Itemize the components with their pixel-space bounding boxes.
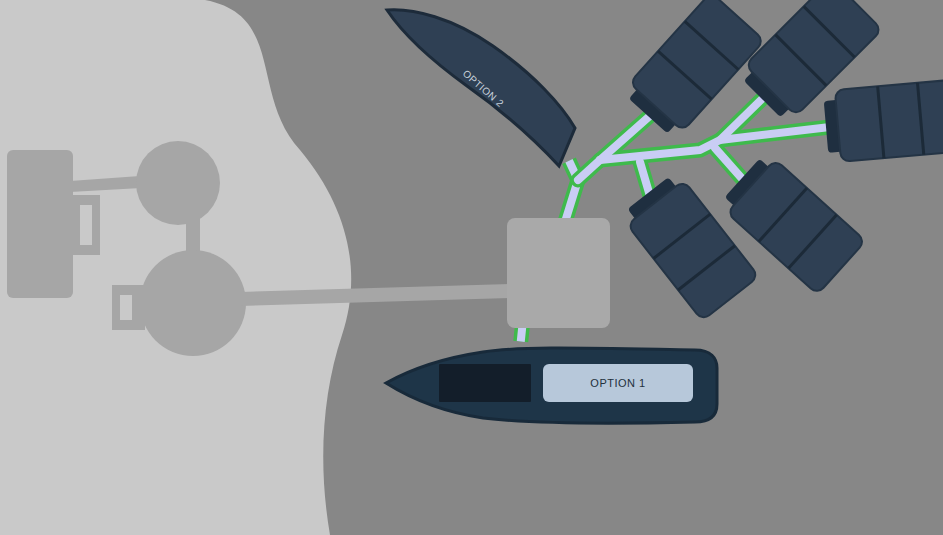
side-tab <box>112 285 145 330</box>
lower-bar <box>240 284 512 306</box>
vial-band <box>789 215 837 269</box>
option-label: OPTION 1 <box>590 377 645 389</box>
device-plate <box>7 150 73 298</box>
plate-notch <box>72 195 100 255</box>
vial-band <box>678 246 735 290</box>
vial <box>620 171 759 321</box>
tube-core <box>720 96 765 140</box>
tube-core <box>715 148 745 182</box>
upper-disc <box>136 141 220 225</box>
vial-body <box>627 180 759 320</box>
vial-band <box>653 214 710 258</box>
tube-core <box>600 127 830 160</box>
light-region <box>0 0 351 535</box>
pen-device: OPTION 1 <box>383 338 719 426</box>
vial-body <box>835 79 943 161</box>
lower-disc <box>140 250 246 356</box>
tube-outline <box>640 162 650 196</box>
outline-shape <box>387 10 575 166</box>
vial-band <box>918 83 924 155</box>
left-device <box>7 141 512 356</box>
vial <box>823 79 943 162</box>
tube-core <box>578 160 600 180</box>
vial-band <box>804 6 855 57</box>
tube-outline <box>578 160 600 180</box>
tube-outline <box>715 148 745 182</box>
vial-band <box>878 86 884 158</box>
dark-block <box>439 364 531 402</box>
outline-shape <box>386 348 717 423</box>
vial-band <box>775 35 826 86</box>
vial-band <box>685 21 739 69</box>
vial-band <box>759 188 807 242</box>
vial-body <box>629 0 764 131</box>
vial-band <box>658 51 712 99</box>
label-plate <box>543 364 693 402</box>
vial-group <box>620 0 943 321</box>
cap-shape: OPTION 2 <box>383 6 583 186</box>
upper-bar <box>70 176 141 192</box>
vial <box>621 0 764 140</box>
node-outline <box>383 338 719 426</box>
tube-core <box>640 162 650 196</box>
hub-box <box>507 218 610 328</box>
